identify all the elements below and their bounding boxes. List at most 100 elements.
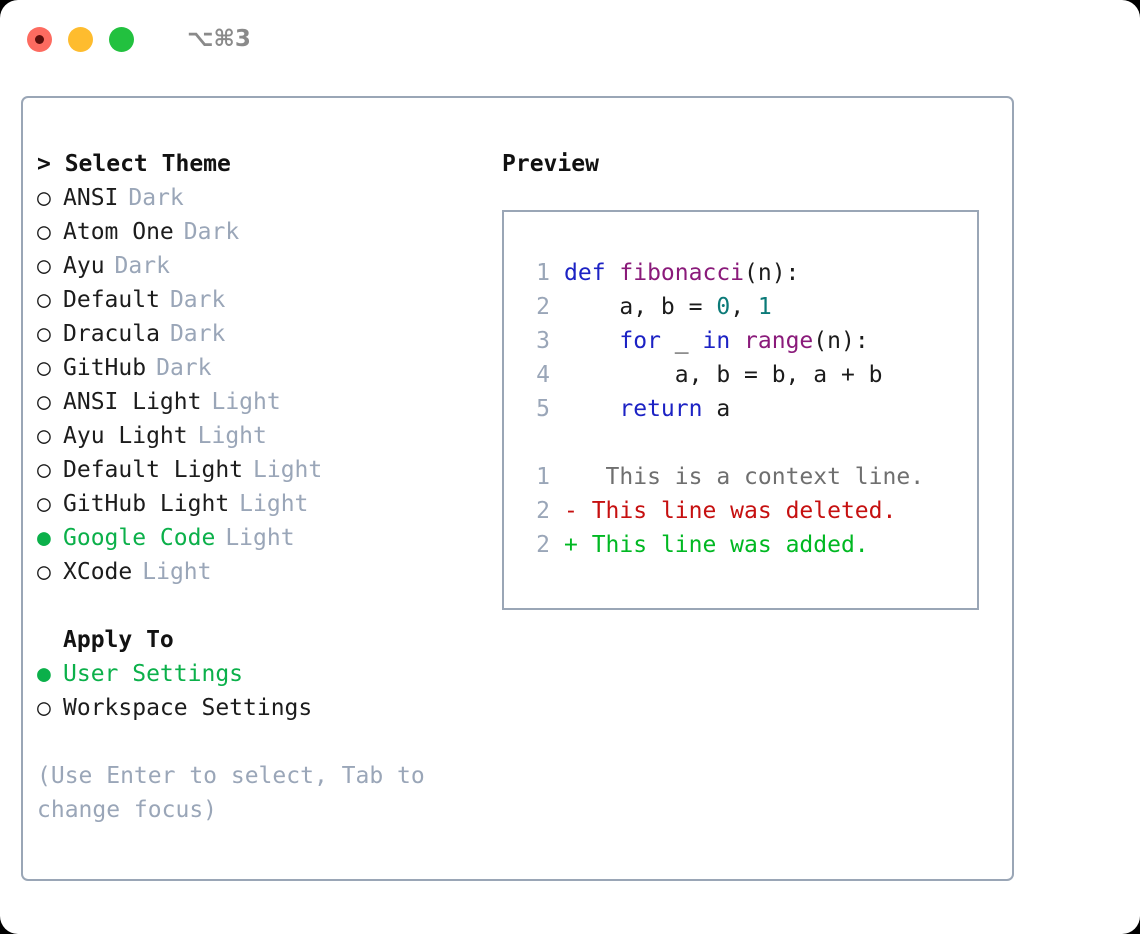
theme-option-atom-one[interactable]: ○ Atom One Dark <box>37 215 497 249</box>
code-line: 4 a, b = b, a + b <box>520 358 977 392</box>
theme-option-tag: Dark <box>156 355 212 381</box>
radio-unselected-icon: ○ <box>37 491 51 517</box>
theme-option-tag: Dark <box>183 219 240 245</box>
code-token-txt: a, b = <box>564 294 717 320</box>
code-token-kw: for <box>564 328 675 354</box>
theme-option-tag: Dark <box>169 321 226 347</box>
theme-option-label: ANSI Light <box>63 389 202 415</box>
theme-option-tag: Light <box>211 389 281 415</box>
theme-option-xcode[interactable]: ○ XCode Light <box>37 555 497 589</box>
radio-unselected-icon: ○ <box>37 321 51 347</box>
radio-unselected-icon: ○ <box>37 287 51 313</box>
code-line: 1 def fibonacci(n): <box>520 256 977 290</box>
code-line: 3 for _ in range(n): <box>520 324 977 358</box>
close-button[interactable] <box>27 26 52 52</box>
theme-option-dracula[interactable]: ○ Dracula Dark <box>37 317 497 351</box>
code-token-fn: range <box>744 328 814 354</box>
theme-option-label: Default <box>63 287 160 313</box>
theme-option-label: ANSI <box>63 185 119 211</box>
radio-unselected-icon: ○ <box>37 423 51 449</box>
line-number: 5 <box>536 396 550 422</box>
diff-line-text: This line was added. <box>577 532 869 558</box>
line-number: 1 <box>536 464 550 490</box>
theme-option-tag: Dark <box>114 253 170 279</box>
code-line-text: a, b = b, a + b <box>564 358 883 392</box>
theme-option-tag: Light <box>225 525 295 551</box>
theme-option-tag: Light <box>142 559 212 585</box>
theme-option-ansi-light[interactable]: ○ ANSI Light Light <box>37 385 497 419</box>
code-token-num: 1 <box>757 294 772 320</box>
select-theme-header: > Select Theme <box>37 151 231 177</box>
line-number: 1 <box>536 260 550 286</box>
apply-to-option-workspace-settings[interactable]: ○Workspace Settings <box>37 691 497 725</box>
diff-line-text: This is a context line. <box>577 464 925 490</box>
code-token-txt: , <box>730 294 758 320</box>
line-number: 2 <box>536 498 550 524</box>
code-line-text: return a <box>564 392 730 426</box>
diff-marker: + <box>564 532 578 558</box>
diff-marker <box>564 460 578 494</box>
apply-to-list: ●User Settings○Workspace Settings <box>37 657 497 725</box>
theme-option-ayu[interactable]: ○ Ayu Dark <box>37 249 497 283</box>
theme-option-default[interactable]: ○ Default Dark <box>37 283 497 317</box>
diff-line-add: 2 + This line was added. <box>520 528 977 562</box>
code-token-txt: a, b = b, a + b <box>564 362 883 388</box>
title-bar: ⌥⌘3 <box>0 0 1140 78</box>
radio-unselected-icon: ○ <box>37 559 51 585</box>
radio-unselected-icon: ○ <box>37 389 51 415</box>
diff-line-ctx: 1 This is a context line. <box>520 460 977 494</box>
code-line-text: a, b = 0, 1 <box>564 290 772 324</box>
theme-option-tag: Dark <box>169 287 226 313</box>
code-token-txt: (n): <box>813 328 869 354</box>
radio-unselected-icon: ○ <box>37 457 51 483</box>
theme-option-label: Default Light <box>63 457 244 483</box>
radio-selected-icon: ● <box>37 661 51 687</box>
radio-unselected-icon: ○ <box>37 695 51 721</box>
code-token-kw: in <box>702 328 745 354</box>
theme-option-label: XCode <box>63 559 133 585</box>
code-line: 2 a, b = 0, 1 <box>520 290 977 324</box>
line-number: 4 <box>536 362 550 388</box>
theme-option-label: Atom One <box>63 219 174 245</box>
code-diff-separator <box>520 426 977 460</box>
diff-line-del: 2- This line was deleted. <box>520 494 977 528</box>
diff-line-text: This line was deleted. <box>577 498 897 524</box>
diff-sample: 1 This is a context line.2- This line wa… <box>520 460 977 562</box>
theme-option-label: Ayu <box>63 253 105 279</box>
code-token-txt: a <box>716 396 731 422</box>
radio-selected-icon: ● <box>37 525 51 551</box>
keyboard-hint: (Use Enter to select, Tab to change focu… <box>37 763 439 823</box>
close-button-inner-dot <box>35 34 44 44</box>
line-number: 2 <box>536 532 550 558</box>
theme-option-label: Dracula <box>63 321 160 347</box>
code-token-fn: fibonacci <box>619 260 745 286</box>
line-number: 3 <box>536 328 550 354</box>
minimize-button[interactable] <box>68 26 93 52</box>
theme-option-tag: Dark <box>128 185 184 211</box>
radio-unselected-icon: ○ <box>37 219 51 245</box>
maximize-button[interactable] <box>109 26 134 52</box>
code-line-text: for _ in range(n): <box>564 324 869 358</box>
diff-marker: - <box>564 498 578 524</box>
apply-to-option-user-settings[interactable]: ●User Settings <box>37 657 497 691</box>
theme-option-tag: Light <box>239 491 309 517</box>
radio-unselected-icon: ○ <box>37 253 51 279</box>
radio-unselected-icon: ○ <box>37 355 51 381</box>
theme-option-tag: Light <box>197 423 267 449</box>
keyboard-shortcut-label: ⌥⌘3 <box>187 26 251 52</box>
code-line-text: def fibonacci(n): <box>564 256 799 290</box>
line-number: 2 <box>536 294 550 320</box>
